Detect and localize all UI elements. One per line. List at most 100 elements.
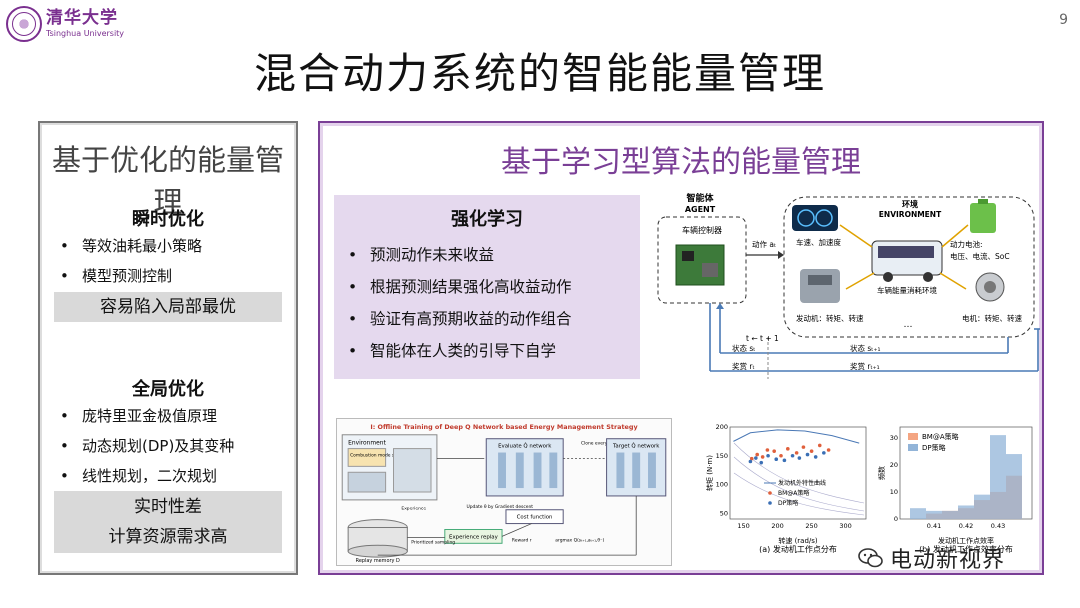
x-tick-label: 0.43 [991,522,1005,530]
legend-entry: BM@A策略 [922,432,959,441]
university-logo: 清华大学 Tsinghua University [6,6,126,42]
y-tick-label: 100 [716,481,728,489]
environment-text: Environment [348,441,386,447]
vehicle-icon [393,448,432,493]
dp-point [805,452,810,457]
rl-heading: 强化学习 [451,209,523,230]
dp-bar [926,510,942,519]
dp-bar [974,494,990,519]
list-item: 模型预测控制 [60,261,290,291]
mode-switch-text: Combustion mode switch [350,452,406,458]
rl-diagram: 智能体 AGENT 车辆控制器 动作 aₜ 环境 ENVIRONMENT 车速、… [657,192,1040,379]
global-drawback: 实时性差 计算资源需求高 [54,491,282,553]
x-axis-label: 发动机工作点效率 [938,536,994,545]
slide-title: 混合动力系统的智能能量管理 [253,49,826,98]
x-tick-label: 200 [771,522,783,530]
agent-en-label: AGENT [685,205,716,214]
experience-replay-text: Experience replay [449,534,499,540]
rl-list: 预测动作未来收益 根据预测结果强化高收益动作 验证有高预期收益的动作组合 智能体… [348,239,638,367]
dp-point [759,460,764,465]
next-state-label: 状态 sₜ₊₁ [850,343,880,353]
dp-point [766,453,770,458]
list-item: 智能体在人类的引导下自学 [348,335,638,367]
chart-caption: (b) 发动机工作点效率分布 [919,544,1013,553]
deep-q-network-figure: I: Offline Training of Deep Q Network ba… [336,418,672,566]
dp-point [754,456,758,460]
cost-function-text: Cost function [517,515,553,521]
dp-bar [910,508,926,519]
list-item: 验证有高预期收益的动作组合 [348,303,638,335]
dp-point [774,457,779,461]
bma-point [801,445,806,449]
page-number: 9 [1059,12,1068,28]
bma-point [765,448,770,452]
reward-label: 奖赏 rₜ [732,361,755,371]
powertrain-icon [347,471,387,493]
dp-point [822,451,826,455]
instant-drawback: 容易陷入局部最优 [54,292,282,322]
dp-point [782,458,787,463]
y-tick-label: 50 [720,509,728,517]
cost-function-box [505,509,564,525]
chart-caption: (a) 发动机工作点分布 [759,544,837,553]
y-tick-label: 30 [890,434,898,442]
x-tick-label: 250 [805,522,817,530]
battery-icon [970,203,996,233]
bma-point [786,447,790,451]
reward-text: Reward r [512,537,532,543]
speed-label: 车速、加速度 [796,237,841,247]
dashboard-icon [792,205,838,231]
learning-panel: 基于学习型算法的能量管理 强化学习 预测动作未来收益 根据预测结果强化高收益动作… [318,121,1044,575]
battery-sub-label: 电压、电流、SoC [950,251,1010,261]
dp-bar [958,505,974,519]
x-tick-label: 150 [737,522,749,530]
bma-point [809,449,814,453]
x-tick-label: 0.42 [959,522,973,530]
optimization-title: 基于优化的能量管理 [51,143,284,219]
rl-box: 强化学习 预测动作未来收益 根据预测结果强化高收益动作 验证有高预期收益的动作组… [334,195,640,379]
instant-heading: 瞬时优化 [132,209,204,230]
dp-bar [942,510,958,519]
environment-en-label: ENVIRONMENT [879,210,942,219]
environment-sub-label: 车辆能量消耗环境 [877,285,937,295]
legend-entry: BM@A策略 [778,489,809,497]
y-axis-label: 频数 [877,466,886,480]
legend-swatch [908,433,918,440]
y-tick-label: 200 [716,423,728,431]
y-tick-label: 150 [716,452,728,460]
drawback-line: 实时性差 [134,497,202,517]
dp-point [748,459,753,464]
global-list: 庞特里亚金极值原理 动态规划(DP)及其变种 线性规划，二次规划 [60,401,290,491]
x-tick-label: 300 [839,522,851,530]
agent-label: 智能体 [686,192,714,204]
bma-point [772,449,776,453]
optimization-panel: 基于优化的能量管理 瞬时优化 等效油耗最小策略 模型预测控制 容易陷入局部最优 … [38,121,298,575]
watermark: 电动新视界 [858,540,1048,576]
replay-memory-text: Replay memory D [356,558,400,564]
experience-text: Experience [401,506,426,512]
x-tick-label: 0.41 [927,522,941,530]
bma-point [755,452,759,457]
action-label: 动作 aₜ [752,239,776,249]
learning-title: 基于学习型算法的能量管理 [501,145,861,180]
environment-box [783,196,1035,338]
battery-label: 动力电池: [950,239,983,249]
chip-icon [702,263,718,277]
dp-bar [990,435,1006,519]
state-label: 状态 sₜ [732,343,756,353]
bma-point [794,451,799,455]
chip-icon [682,251,694,261]
target-network-text: Target Q̂ network [612,443,660,450]
x-axis-label: 转速 (rad/s) [778,536,818,545]
y-tick-label: 10 [890,488,898,496]
external-characteristic-line [733,429,860,444]
global-heading: 全局优化 [132,379,204,400]
seal-icon [6,6,42,42]
next-reward-label: 奖赏 rₜ₊₁ [850,361,880,371]
list-item: 根据预测结果强化高收益动作 [348,271,638,303]
time-step-label: t ← t + 1 [746,334,779,343]
argmax-text: argmax Q(sₜ₊₁,aₜ₊₁,θ⁻) [555,537,604,543]
list-item: 动态规划(DP)及其变种 [60,431,290,461]
